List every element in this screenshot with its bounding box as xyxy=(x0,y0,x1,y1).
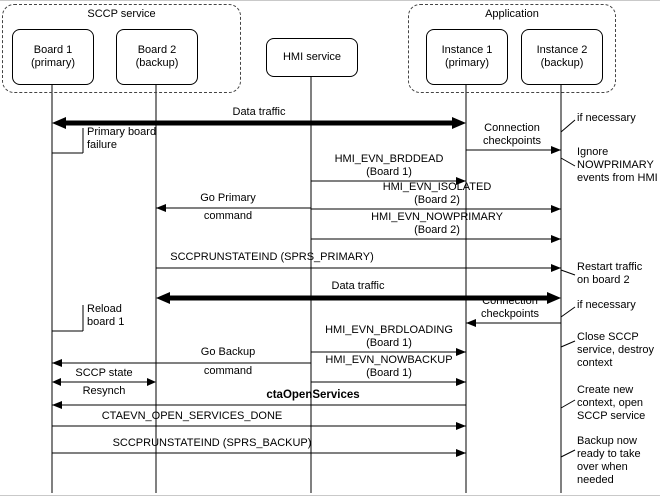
data-traffic-arrow-2-right-head xyxy=(547,292,561,304)
sccp-state-resynch-right-head xyxy=(147,378,156,386)
sccp-service-group: SCCP service xyxy=(2,4,241,93)
hmi-evn-brdloading-label: HMI_EVN_BRDLOADING (Board 1) xyxy=(325,324,453,349)
sccp-state-resynch-label-line2: Resynch xyxy=(82,385,126,397)
data-traffic-2-label: Data traffic xyxy=(331,280,385,292)
data-traffic-arrow-2-left-head xyxy=(156,292,170,304)
instance1-actor: Instance 1 (primary) xyxy=(426,29,508,85)
sccprunstateind-primary-label: SCCPRUNSTATEIND (SPRS_PRIMARY) xyxy=(170,251,374,263)
go-backup-label-line1: Go Backup xyxy=(200,346,256,358)
data-traffic-arrow-1-right-head xyxy=(452,117,466,129)
if-necessary-2-connector xyxy=(560,306,576,318)
connection-checkpoints-2-label: Connection checkpoints xyxy=(480,295,540,320)
sccp-service-group-label: SCCP service xyxy=(87,8,156,20)
go-primary-label-line1: Go Primary xyxy=(200,192,256,204)
hmi-service-actor: HMI service xyxy=(266,38,358,77)
hmi-evn-isolated-label: HMI_EVN_ISOLATED (Board 2) xyxy=(382,181,492,206)
if-necessary-1-connector xyxy=(560,119,576,133)
application-group-label: Application xyxy=(485,8,539,20)
primary-board-failure-note: Primary board failure xyxy=(87,126,157,151)
ignore-nowprimary-note: Ignore NOWPRIMARY events from HMI xyxy=(577,146,658,184)
backup-ready-note: Backup now ready to take over when neede… xyxy=(577,435,641,486)
restart-traffic-note: Restart traffic on board 2 xyxy=(577,261,643,286)
if-necessary-1-note: if necessary xyxy=(577,112,636,124)
hmi-evn-brddead-label: HMI_EVN_BRDDEAD (Board 1) xyxy=(334,153,444,178)
ctaevn-open-services-done-label: CTAEVN_OPEN_SERVICES_DONE xyxy=(101,410,283,422)
ignore-nowprimary-connector xyxy=(560,157,576,167)
instance2-actor: Instance 2 (backup) xyxy=(521,29,603,85)
hmi-evn-nowprimary-label: HMI_EVN_NOWPRIMARY (Board 2) xyxy=(371,211,503,236)
close-sccp-connector xyxy=(560,340,576,348)
application-group: Application xyxy=(408,4,616,93)
restart-traffic-connector xyxy=(560,269,576,276)
create-context-note: Create new context, open SCCP service xyxy=(577,384,646,422)
sccp-state-resynch-label-line1: SCCP state xyxy=(75,367,133,379)
sccp-state-resynch-left-head xyxy=(52,378,61,386)
hmi-evn-nowbackup-label: HMI_EVN_NOWBACKUP (Board 1) xyxy=(325,354,453,379)
connection-checkpoints-1-label: Connection checkpoints xyxy=(482,122,542,147)
cta-open-services-label: ctaOpenServices xyxy=(266,389,360,401)
if-necessary-2-note: if necessary xyxy=(577,299,636,311)
reload-board1-note: Reload board 1 xyxy=(87,303,125,328)
close-sccp-note: Close SCCP service, destroy context xyxy=(577,331,655,369)
backup-ready-connector xyxy=(560,449,576,458)
go-backup-label-line2: command xyxy=(203,365,253,377)
create-context-connector xyxy=(560,399,576,409)
data-traffic-arrow-1-left-head xyxy=(52,117,66,129)
go-primary-label-line2: command xyxy=(203,210,253,222)
board1-actor: Board 1 (primary) xyxy=(12,29,94,85)
sccprunstateind-backup-label: SCCPRUNSTATEIND (SPRS_BACKUP) xyxy=(112,437,312,449)
data-traffic-1-label: Data traffic xyxy=(232,106,286,118)
board2-actor: Board 2 (backup) xyxy=(116,29,198,85)
